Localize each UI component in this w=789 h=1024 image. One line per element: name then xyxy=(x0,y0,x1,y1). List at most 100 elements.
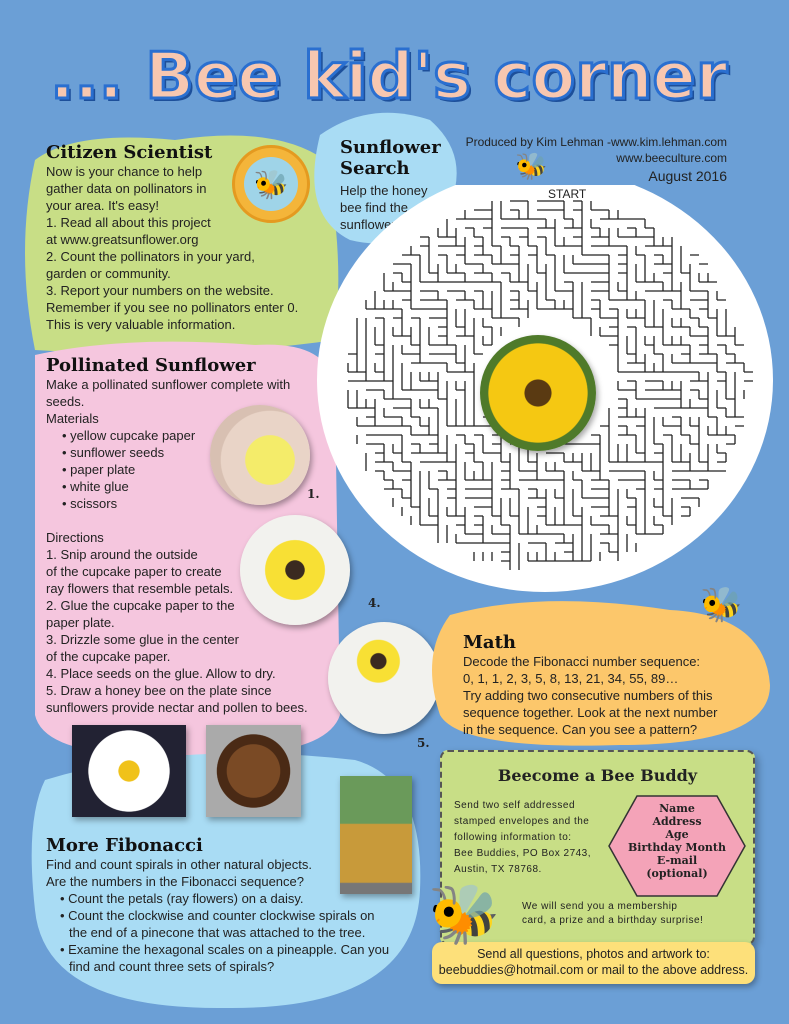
fibonacci-line: Find and count spirals in other natural … xyxy=(46,857,312,872)
intro-line: seeds. xyxy=(46,394,85,409)
math-line: Decode the Fibonacci number sequence: xyxy=(463,654,701,669)
citizen-line: Now is your chance to help xyxy=(46,164,203,179)
fibonacci-bullet: Count the petals (ray flowers) on a dais… xyxy=(68,890,391,907)
pinecone-photo xyxy=(206,725,301,817)
credit-line: Produced by Kim Lehman -www.kim.lehman.c… xyxy=(465,135,727,149)
citizen-line: Remember if you see no pollinators enter… xyxy=(46,300,299,315)
citizen-line: This is very valuable information. xyxy=(46,317,236,332)
search-line: sunflower. xyxy=(340,217,399,232)
math-line: Try adding two consecutive numbers of th… xyxy=(463,688,713,703)
search-section: Sunflower Search Help the honey bee find … xyxy=(340,137,441,233)
citizen-line: gather data on pollinators in xyxy=(46,181,207,196)
direction-line: sunflowers provide nectar and pollen to … xyxy=(46,700,308,715)
direction-line: 3. Drizzle some glue in the center xyxy=(46,632,239,647)
plate-photo xyxy=(240,515,350,625)
sunflower-photo xyxy=(480,335,596,451)
closing-line: We will send you a membership xyxy=(522,901,678,912)
info-item: E-mail xyxy=(656,854,698,867)
pineapple-photo xyxy=(340,776,412,894)
direction-line: 4. Place seeds on the glue. Allow to dry… xyxy=(46,666,276,681)
finished-plate-photo xyxy=(328,622,440,734)
credits: Produced by Kim Lehman -www.kim.lehman.c… xyxy=(455,134,727,184)
maze-walls xyxy=(347,200,753,570)
pollinated-section: Pollinated Sunflower Make a pollinated s… xyxy=(20,355,330,716)
citizen-text: Now is your chance to help gather data on… xyxy=(46,163,298,333)
math-line: sequence together. Look at the next numb… xyxy=(463,705,718,720)
citizen-line: garden or community. xyxy=(46,266,171,281)
direction-line: paper plate. xyxy=(46,615,115,630)
direction-line: 1. Snip around the outside xyxy=(46,547,198,562)
material-item: scissors xyxy=(62,495,330,512)
bee-buddy-text: Send two self addressed stamped envelopes… xyxy=(454,798,591,878)
direction-line: ray flowers that resemble petals. xyxy=(46,581,234,596)
math-text: Decode the Fibonacci number sequence: 0, … xyxy=(463,653,717,738)
page-title: ... Bee kid's corner xyxy=(48,39,728,116)
direction-line: of the cupcake paper. xyxy=(46,649,171,664)
search-line: bee find the xyxy=(340,200,408,215)
math-line: in the sequence. Can you see a pattern? xyxy=(463,722,698,737)
citizen-line: 2. Count the pollinators in your yard, xyxy=(46,249,255,264)
info-item: Address xyxy=(652,815,702,828)
step-label: 4. xyxy=(368,596,381,610)
buddy-line: stamped envelopes and the xyxy=(454,816,590,827)
fibonacci-bullet: Examine the hexagonal scales on a pineap… xyxy=(68,941,391,975)
bee-buddy-title: Beecome a Bee Buddy xyxy=(497,766,698,785)
directions-label: Directions xyxy=(46,530,104,545)
search-title: Sunflower xyxy=(340,137,441,158)
issue-date: August 2016 xyxy=(648,168,727,184)
direction-line: 5. Draw a honey bee on the plate since xyxy=(46,683,272,698)
material-item: sunflower seeds xyxy=(62,444,330,461)
credit-website: www.beeculture.com xyxy=(616,151,727,165)
cupcake-photo xyxy=(210,405,310,505)
material-item: white glue xyxy=(62,478,330,495)
material-item: paper plate xyxy=(62,461,330,478)
fibonacci-line: Are the numbers in the Fibonacci sequenc… xyxy=(46,874,304,889)
info-item: Age xyxy=(665,828,689,841)
citizen-section: Citizen Scientist Now is your chance to … xyxy=(46,142,298,333)
footer-line: Send all questions, photos and artwork t… xyxy=(477,947,710,961)
great-sunflower-logo: 🐝 xyxy=(232,145,310,223)
math-line: 0, 1, 1, 2, 3, 5, 8, 13, 21, 34, 55, 89… xyxy=(463,671,679,686)
intro-line: Make a pollinated sunflower complete wit… xyxy=(46,377,291,392)
citizen-title: Citizen Scientist xyxy=(46,142,213,163)
direction-line: 2. Glue the cupcake paper to the xyxy=(46,598,235,613)
footer-email[interactable]: beebuddies@hotmail.com or mail to the ab… xyxy=(438,963,749,977)
math-blob xyxy=(432,601,770,746)
buddy-line: following information to: xyxy=(454,832,572,843)
material-item: yellow cupcake paper xyxy=(62,427,330,444)
info-hexagon xyxy=(608,795,746,897)
citizen-line: 1. Read all about this project xyxy=(46,215,211,230)
citizen-line: 3. Report your numbers on the website. xyxy=(46,283,274,298)
math-section: Math Decode the Fibonacci number sequenc… xyxy=(463,632,717,738)
citizen-line: at www.greatsunflower.org xyxy=(46,232,199,247)
fibonacci-title: More Fibonacci xyxy=(46,835,203,856)
bee-icon: 🐝 xyxy=(515,152,548,182)
materials-label: Materials xyxy=(46,411,99,426)
buddy-line: Austin, TX 78768. xyxy=(454,864,542,875)
fibonacci-section: More Fibonacci Find and count spirals in… xyxy=(46,835,391,975)
fibonacci-bullet: Count the clockwise and counter clockwis… xyxy=(68,907,391,941)
bee-buddy-mascot: 🐝 xyxy=(428,880,501,948)
buddy-line: Bee Buddies, PO Box 2743, xyxy=(454,848,592,859)
info-item: Birthday Month xyxy=(628,841,726,854)
buddy-line: Send two self addressed xyxy=(454,800,576,811)
info-item: Name xyxy=(659,802,695,815)
bee-buddy-box: Beecome a Bee Buddy Send two self addres… xyxy=(440,750,755,945)
search-line: Help the honey xyxy=(340,183,428,198)
search-title-2: Search xyxy=(340,158,410,179)
closing-line: card, a prize and a birthday surprise! xyxy=(522,915,704,926)
contact-footer: Send all questions, photos and artwork t… xyxy=(432,942,755,984)
bee-icon: 🐝 xyxy=(700,585,743,625)
info-item: (optional) xyxy=(646,867,708,880)
bee-icon: 🐝 xyxy=(244,157,298,211)
step-label: 1. xyxy=(307,487,320,501)
citizen-line: your area. It's easy! xyxy=(46,198,160,213)
math-title: Math xyxy=(463,632,516,653)
step-label: 5. xyxy=(417,736,430,750)
pollinated-text: Make a pollinated sunflower complete wit… xyxy=(46,376,330,716)
maze-start-label: START xyxy=(548,187,587,201)
pollinated-title: Pollinated Sunflower xyxy=(46,355,256,376)
direction-line: of the cupcake paper to create xyxy=(46,564,222,579)
daisy-photo xyxy=(72,725,186,817)
